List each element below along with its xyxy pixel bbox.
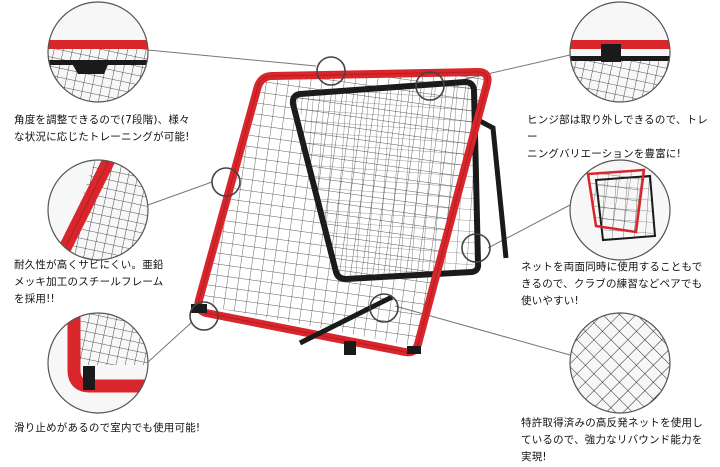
foot-pad-center [344,341,356,355]
zoom-anti-slip [47,312,149,414]
feature-rebound-net-text: 特許取得済みの高反発ネットを使用し ているので、強力なリバウンド能力を 実現! [521,417,703,463]
zoom-rebound-net [569,312,671,414]
foot-pad-right [407,346,421,354]
foot-pad-left [191,304,207,313]
feature-steel-frame-text: 耐久性が高くサビにくい。亜鉛 メッキ加工のスチールフレーム を採用!! [14,259,164,305]
zoom-steel-frame [47,159,149,261]
zoom-angle-adjust [47,1,149,103]
feature-hinge-text: ヒンジ部は取り外しできるので、トレー ニングバリエーションを豊富に! [527,114,708,160]
feature-double-sided-text: ネットを両面同時に使用することもで きるので、クラブの練習などペアでも 使いやす… [521,261,703,307]
zoom-hinge [569,1,671,103]
feature-anti-slip-text: 滑り止めがあるので室内でも使用可能! [14,422,201,434]
feature-angle-adjust-text: 角度を調整できるので(7段階)、様々 な状況に応じたトレーニングが可能! [14,114,190,143]
highlight-circles [189,56,491,331]
front-net-frame [191,68,492,357]
zoom-double-sided [569,159,671,261]
